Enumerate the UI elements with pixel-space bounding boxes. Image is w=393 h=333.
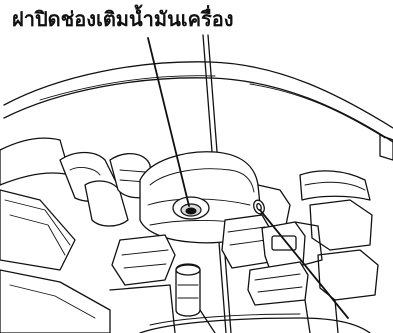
right-components (221, 170, 379, 306)
front-cross-member (139, 299, 371, 333)
brake-fluid-reservoir (109, 234, 216, 333)
oil-filler-cap-label: ฝาปิดช่องเติมน้ำมันเครื่อง (12, 7, 234, 31)
oil-filler-cap (172, 196, 210, 220)
dipstick-leader-line (259, 209, 349, 319)
air-intake (59, 151, 153, 227)
raised-hood (3, 61, 393, 161)
oil-cap-leader-line (147, 37, 190, 207)
